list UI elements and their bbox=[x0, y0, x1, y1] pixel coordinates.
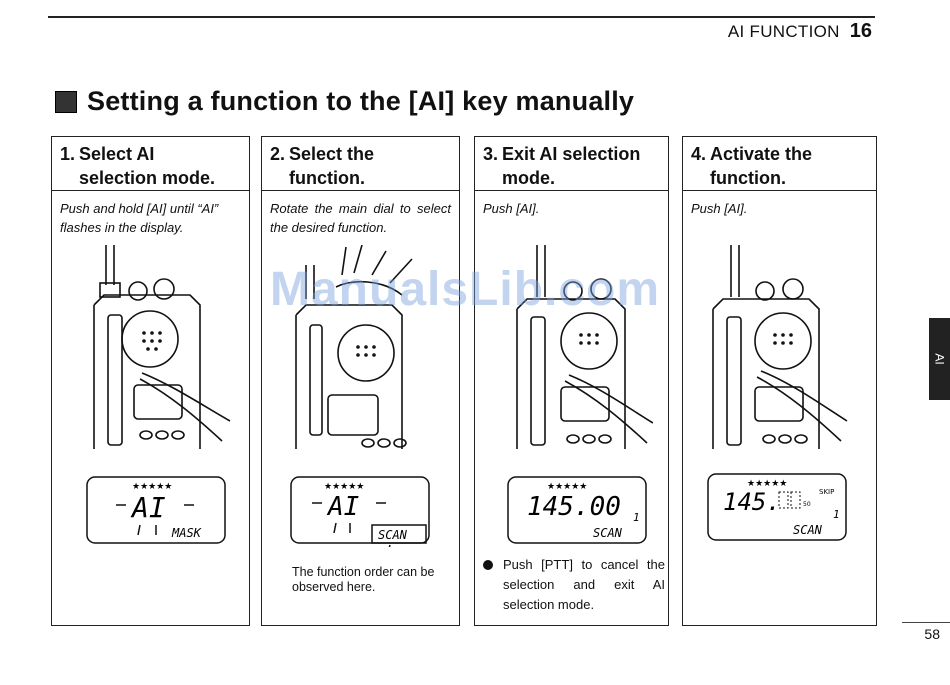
page-title-text: Setting a function to the [AI] key manua… bbox=[87, 86, 635, 116]
step-instruction: Push and hold [AI] until “AI” flashes in… bbox=[60, 201, 219, 235]
step-number: 4. bbox=[691, 144, 707, 164]
lcd-main-text: 145. bbox=[723, 488, 781, 516]
radio-illustration bbox=[712, 245, 848, 449]
step-header: 4. Activate the function. bbox=[683, 137, 876, 191]
step-panel-1: 1. Select AI selection mode. Push and ho… bbox=[51, 136, 250, 626]
step-header: 2. Select the function. bbox=[262, 137, 459, 191]
step-note-text: Push [PTT] to cancel the selection and e… bbox=[503, 557, 665, 612]
step-title: selection mode. bbox=[79, 168, 216, 188]
radio-illustration bbox=[93, 245, 231, 449]
svg-text:★★★★★: ★★★★★ bbox=[324, 482, 364, 492]
page-title: Setting a function to the [AI] key manua… bbox=[55, 86, 634, 117]
step-panel-4: 4. Activate the function. Push [AI]. ★★★… bbox=[682, 136, 877, 626]
page-number: 58 bbox=[924, 626, 940, 642]
lcd-sub-text: SCAN bbox=[793, 523, 823, 537]
step-title: function. bbox=[289, 168, 365, 188]
step-title: Activate the bbox=[710, 144, 813, 164]
step-header: 1. Select AI selection mode. bbox=[52, 137, 249, 191]
svg-text:★★★★★: ★★★★★ bbox=[547, 482, 587, 492]
lcd-display: ★★★★★ AI SCAN bbox=[290, 476, 430, 547]
step-panel-3: 3. Exit AI selection mode. Push [AI]. ★★… bbox=[474, 136, 669, 626]
side-tab: AI bbox=[929, 318, 950, 400]
svg-text:★★★★★: ★★★★★ bbox=[747, 479, 787, 489]
step-title: function. bbox=[710, 168, 786, 188]
lcd-main-text: 145.00 bbox=[527, 492, 621, 522]
radio-illustration bbox=[516, 245, 653, 449]
lcd-display: ★★★★★ 145. 50 SKIP 1 SCAN bbox=[707, 473, 847, 541]
bullet-icon bbox=[483, 560, 493, 570]
chapter-number: 16 bbox=[849, 20, 872, 42]
step-number: 3. bbox=[483, 144, 499, 164]
top-rule bbox=[48, 16, 875, 18]
step-number: 2. bbox=[270, 144, 286, 164]
lcd-sub-text: SCAN bbox=[593, 526, 623, 540]
step-instruction: Push [AI]. bbox=[691, 201, 748, 216]
lcd-main-text: AI bbox=[326, 492, 359, 522]
page-header: AI FUNCTION 16 bbox=[728, 20, 872, 43]
step-title: Select AI bbox=[79, 144, 155, 164]
step-instruction: Push [AI]. bbox=[483, 201, 540, 216]
step-panel-2: 2. Select the function. Rotate the main … bbox=[261, 136, 460, 626]
radio-illustration bbox=[295, 245, 413, 449]
step-note: The function order can be observed here. bbox=[292, 565, 435, 594]
step-header: 3. Exit AI selection mode. bbox=[475, 137, 668, 191]
side-tab-label: AI bbox=[932, 353, 947, 365]
lcd-channel: 1 bbox=[633, 511, 640, 524]
svg-text:★★★★★: ★★★★★ bbox=[132, 482, 172, 492]
bottom-rule bbox=[902, 622, 950, 623]
lcd-main-text: AI bbox=[130, 491, 166, 524]
step-number: 1. bbox=[60, 144, 76, 164]
step-title: Exit AI selection bbox=[502, 144, 641, 164]
lcd-display: ★★★★★ 145.00 1 SCAN bbox=[507, 476, 647, 544]
lcd-display: ★★★★★ AI MASK bbox=[86, 476, 226, 544]
bullet-square-icon bbox=[55, 90, 77, 113]
section-title: AI FUNCTION bbox=[727, 22, 840, 41]
step-instruction: Rotate the main dial to select the desir… bbox=[270, 201, 451, 235]
lcd-small-digits: 50 bbox=[803, 501, 811, 508]
step-title: Select the bbox=[289, 144, 375, 164]
skip-indicator: SKIP bbox=[819, 488, 834, 496]
lcd-sub-text: SCAN bbox=[378, 528, 408, 542]
lcd-sub-text: MASK bbox=[171, 526, 202, 540]
lcd-channel: 1 bbox=[833, 508, 840, 521]
step-title: mode. bbox=[502, 168, 556, 188]
